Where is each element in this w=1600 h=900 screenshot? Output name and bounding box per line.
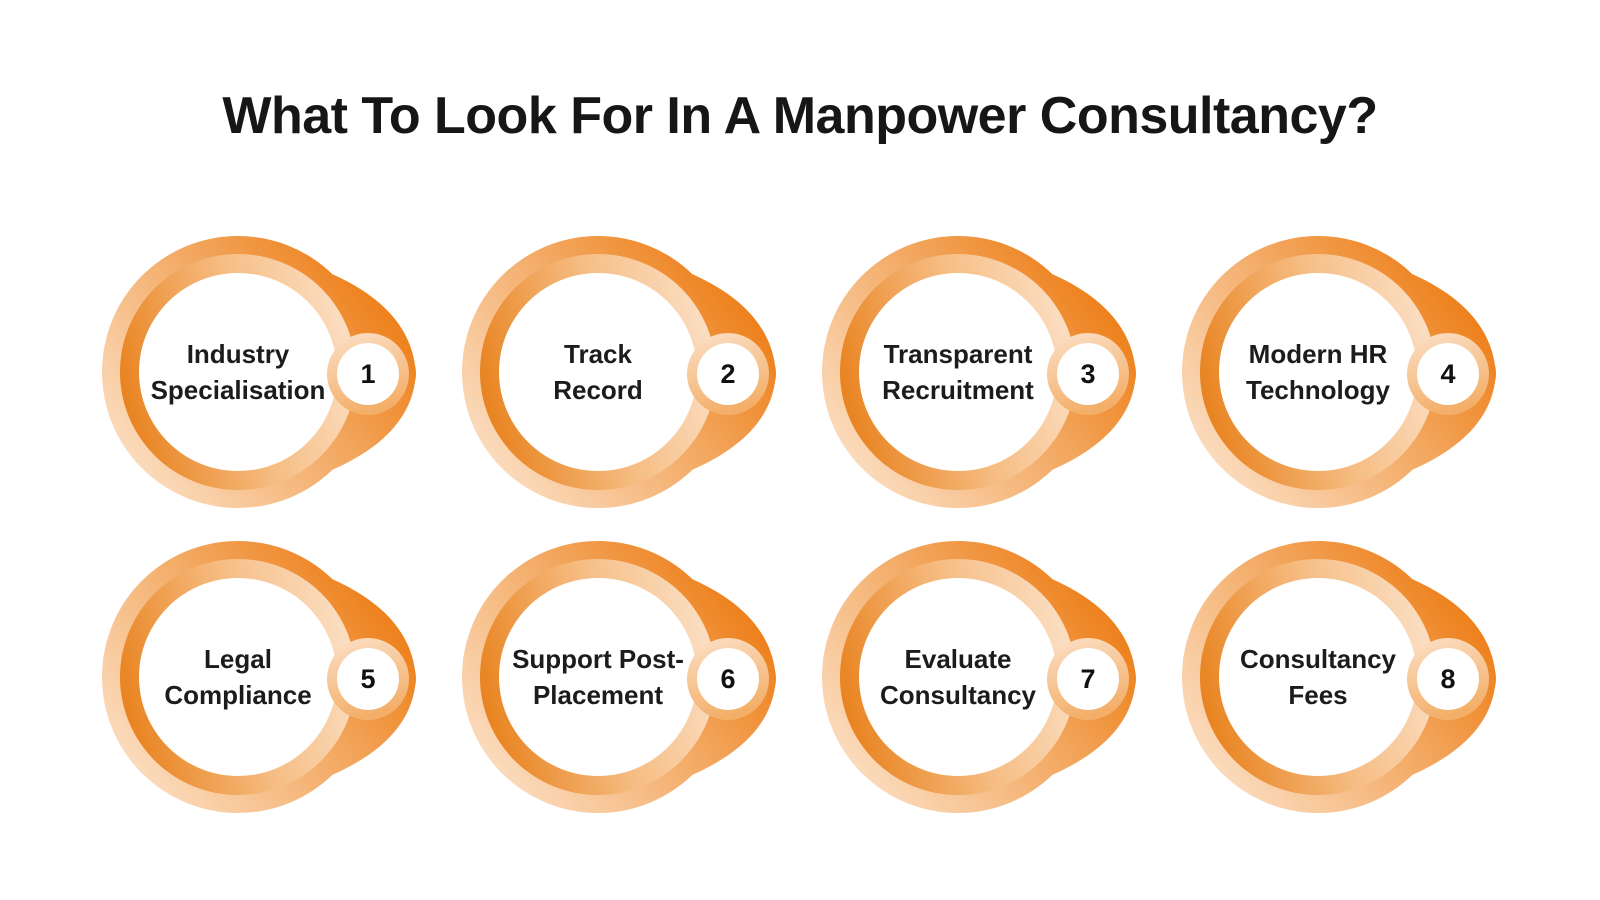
badge-number: 1: [360, 358, 376, 389]
badge-label: Industry Specialisation: [138, 272, 338, 472]
badge-label-line: Legal: [204, 644, 272, 674]
badge-label: Consultancy Fees: [1218, 577, 1418, 777]
badge-label-line: Consultancy: [879, 680, 1037, 710]
badge-label-line: Placement: [532, 680, 664, 710]
badge-label-line: Compliance: [164, 680, 312, 710]
badge-label-line: Track: [564, 339, 632, 369]
badge-label-line: Specialisation: [150, 375, 326, 405]
badge-item-8: Consultancy Fees 8: [1180, 537, 1500, 817]
badge-item-4: Modern HR Technology 4: [1180, 232, 1500, 512]
badge-item-7: Evaluate Consultancy 7: [820, 537, 1140, 817]
badge-grid: Industry Specialisation 1 Track Record 2: [100, 232, 1500, 817]
badge-number: 6: [720, 663, 736, 694]
badge-number: 8: [1440, 663, 1456, 694]
teardrop-ring-shape: [1181, 236, 1496, 508]
badge-label-line: Modern HR: [1248, 339, 1388, 369]
badge-number: 5: [360, 663, 376, 694]
badge-label-line: Support Post-: [512, 644, 684, 674]
badge-item-6: Support Post- Placement 6: [460, 537, 780, 817]
teardrop-ring-shape: [101, 541, 416, 813]
badge-label: Track Record: [498, 272, 698, 472]
badge-label-line: Transparent: [883, 339, 1033, 369]
badge-label: Transparent Recruitment: [858, 272, 1058, 472]
teardrop-ring-shape: [101, 236, 416, 508]
badge-label-line: Recruitment: [882, 375, 1034, 405]
badge-label-line: Industry: [186, 339, 290, 369]
page-title: What To Look For In A Manpower Consultan…: [222, 87, 1378, 145]
badge-label-line: Consultancy: [1239, 644, 1397, 674]
badge-label-line: Fees: [1288, 680, 1348, 710]
badge-item-2: Track Record 2: [460, 232, 780, 512]
badge-label: Modern HR Technology: [1218, 272, 1418, 472]
badge-item-3: Transparent Recruitment 3: [820, 232, 1140, 512]
badge-number: 2: [720, 358, 736, 389]
teardrop-ring-shape: [461, 236, 776, 508]
badge-label: Evaluate Consultancy: [858, 577, 1058, 777]
badge-item-5: Legal Compliance 5: [100, 537, 420, 817]
badge-number: 4: [1440, 358, 1456, 389]
badge-label: Legal Compliance: [138, 577, 338, 777]
badge-label-line: Record: [553, 375, 643, 405]
badge-label-line: Evaluate: [904, 644, 1012, 674]
badge-label-line: Technology: [1246, 375, 1390, 405]
teardrop-ring-shape: [821, 236, 1136, 508]
teardrop-ring-shape: [1181, 541, 1496, 813]
badge-number: 3: [1080, 358, 1096, 389]
badge-item-1: Industry Specialisation 1: [100, 232, 420, 512]
badge-number: 7: [1080, 663, 1096, 694]
teardrop-ring-shape: [821, 541, 1136, 813]
badge-label: Support Post- Placement: [498, 577, 698, 777]
teardrop-ring-shape: [461, 541, 776, 813]
